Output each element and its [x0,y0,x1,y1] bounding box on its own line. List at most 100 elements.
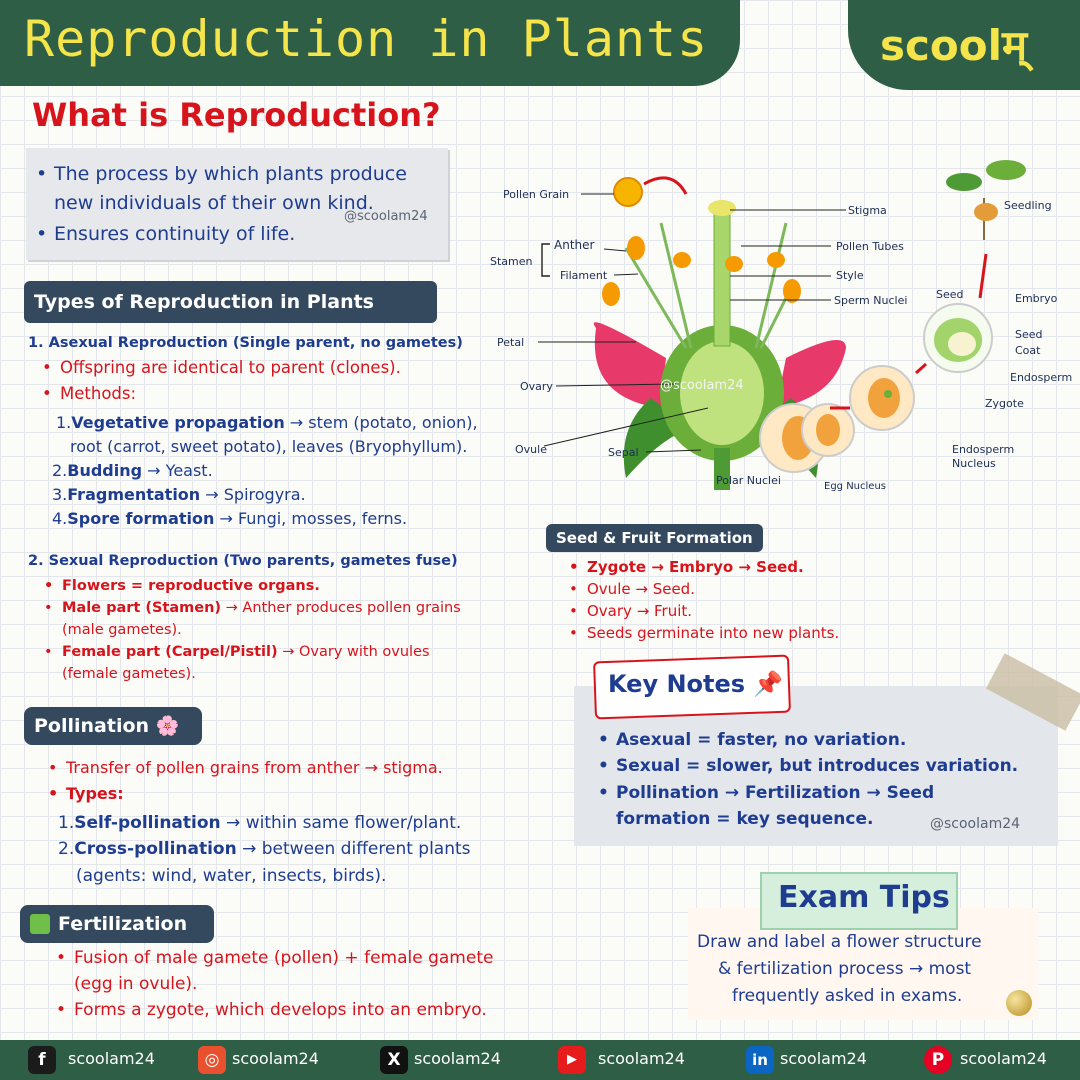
sexual-heading: 2. Sexual Reproduction (Two parents, gam… [28,553,458,569]
youtube-handle[interactable]: scoolam24 [598,1049,685,1068]
exam-tip-line-2: & fertilization process → most [718,959,972,979]
endosperm-shape [948,332,976,356]
petal-right-shape [776,340,846,408]
flower-diagram [538,160,1026,490]
fertilization-point-1-cont: (egg in ovule). [74,974,198,994]
type-number: 1. [58,813,75,833]
pollination-pill: Pollination 🌸 [24,707,202,745]
stamen-bracket [541,243,550,277]
facebook-handle[interactable]: scoolam24 [68,1049,155,1068]
intro-bullet-2: Ensures continuity of life. [36,220,295,249]
seedling-leaf-shape [946,173,982,191]
label-sperm-nuclei: Sperm Nuclei [834,294,908,307]
label-embryo: Embryo [1015,292,1058,305]
label-zygote: Zygote [985,397,1024,410]
pollination-type-2: 2.Cross-pollination → between different … [58,839,471,859]
youtube-icon[interactable]: ▶ [558,1046,586,1074]
type-desc: → within same flower/plant. [220,813,462,833]
method-desc: → stem (potato, onion), [284,413,478,432]
method-number: 2. [52,461,68,480]
label-stigma: Stigma [848,204,887,217]
method-name: Vegetative propagation [71,413,285,432]
stem-shape [714,448,730,490]
pollination-point-1: Transfer of pollen grains from anther → … [48,758,443,777]
label-polar-nuclei: Polar Nuclei [716,474,781,487]
x-icon[interactable]: X [380,1046,408,1074]
sexual-point-3-rest: → Ovary with ovules [277,644,430,660]
method-desc: → Yeast. [142,461,213,480]
pollination-type-1: 1.Self-pollination → within same flower/… [58,813,461,833]
label-sepal: Sepal [608,446,639,459]
fertilization-point-2: Forms a zygote, which develops into an e… [56,1000,487,1020]
egg-nucleus-shape [816,414,840,446]
instagram-handle[interactable]: scoolam24 [232,1049,319,1068]
method-name: Spore formation [67,509,215,528]
seedling-leaf-shape [986,160,1026,180]
key-note-3: Pollination → Fertilization → Seed [598,783,934,803]
label-pollen-grain: Pollen Grain [503,188,570,201]
linkedin-handle[interactable]: scoolam24 [780,1049,867,1068]
sexual-point-1: Flowers = reproductive organs. [44,578,320,594]
method-name: Fragmentation [67,485,201,504]
anther-shape [767,252,785,268]
method-3: 3.Fragmentation → Spirogyra. [52,485,306,504]
sexual-point-3: Female part (Carpel/Pistil) → Ovary with… [44,644,430,660]
brand-logo: scoolम् [880,21,1028,70]
brand-panel [848,0,1080,90]
anther-shape [602,282,620,306]
watermark: @scoolam24 [344,209,428,224]
label-endosperm-nucleus-1: Endosperm [952,443,1015,456]
pin-icon [1006,990,1032,1016]
label-filament: Filament [560,269,608,282]
sexual-point-3-cont: (female gametes). [62,666,196,682]
pollination-point-2: Types: [48,784,124,803]
pollen-grain-shape [613,177,643,207]
label-style: Style [836,269,864,282]
type-name: Cross-pollination [74,839,237,859]
types-pill: Types of Reproduction in Plants [24,281,437,323]
sexual-point-2-bold: Male part (Stamen) [62,600,222,616]
sexual-point-2-rest: → Anther produces pollen grains [221,600,461,616]
key-notes-title: Key Notes 📌 [608,670,784,698]
label-seed: Seed [936,288,964,301]
seed-fruit-item-2: Ovule → Seed. [569,580,695,598]
method-desc: → Spirogyra. [200,485,306,504]
method-1-cont: root (carrot, sweet potato), leaves (Bry… [70,437,468,456]
fertilization-pill: Fertilization [20,905,214,943]
label-stamen: Stamen [490,255,533,268]
method-desc: → Fungi, mosses, ferns. [214,509,408,528]
label-seed-coat-2: Coat [1015,344,1041,357]
method-number: 1. [56,413,72,432]
petal-left-shape [593,322,666,408]
label-egg-nucleus: Egg Nucleus [824,481,886,492]
label-endosperm: Endosperm [1010,371,1073,384]
intro-bullet-1: The process by which plants produce [36,160,407,189]
instagram-icon[interactable]: ◎ [198,1046,226,1074]
facebook-icon[interactable]: f [28,1046,56,1074]
type-name: Self-pollination [74,813,221,833]
label-seedling: Seedling [1004,199,1052,212]
pollen-arrow [643,176,688,195]
asexual-point-1: Offspring are identical to parent (clone… [42,358,401,377]
type-number: 2. [58,839,75,859]
method-4: 4.Spore formation → Fungi, mosses, ferns… [52,509,407,528]
method-1: 1.Vegetative propagation → stem (potato,… [56,413,478,432]
pinterest-icon[interactable]: P [924,1046,952,1074]
anther-shape [725,256,743,272]
asexual-point-2: Methods: [42,384,136,403]
type-desc: → between different plants [236,839,471,859]
seedling-seed-shape [974,203,998,221]
label-anther: Anther [554,238,595,252]
anther-shape [673,252,691,268]
label-seed-coat-1: Seed [1015,328,1043,341]
page-title: Reproduction in Plants [24,10,709,68]
key-note-1: Asexual = faster, no variation. [598,730,906,750]
linkedin-icon[interactable]: in [746,1046,774,1074]
asexual-heading: 1. Asexual Reproduction (Single parent, … [28,335,463,351]
fertilization-point-1: Fusion of male gamete (pollen) + female … [56,948,493,968]
method-2: 2.Budding → Yeast. [52,461,213,480]
label-petal: Petal [497,336,525,349]
x-handle[interactable]: scoolam24 [414,1049,501,1068]
pinterest-handle[interactable]: scoolam24 [960,1049,1047,1068]
green-square-icon [30,914,50,934]
